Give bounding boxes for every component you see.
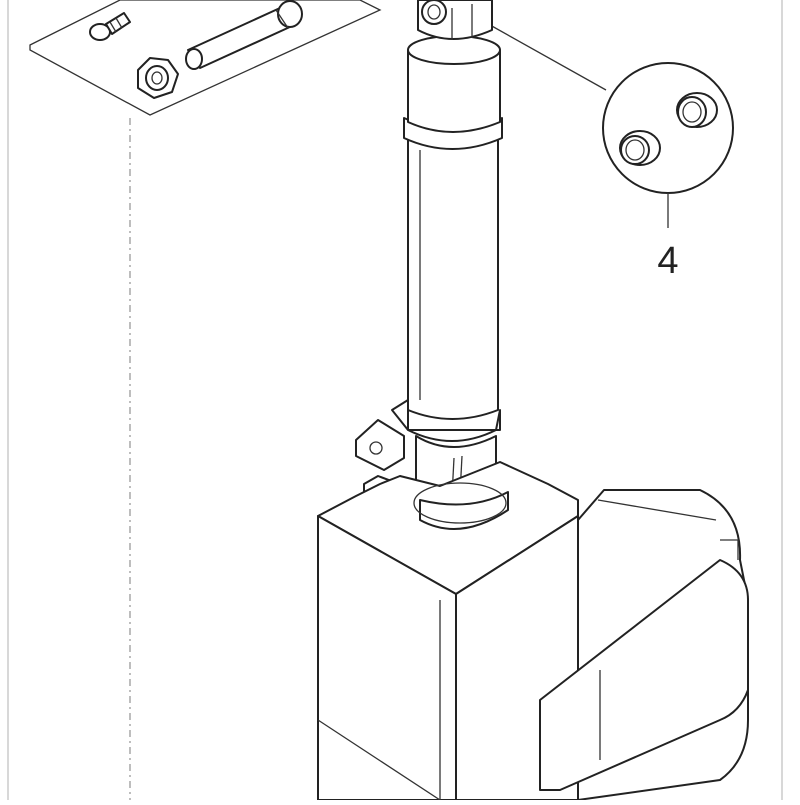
hardware-group-outline (29, 0, 382, 116)
screw (89, 12, 131, 41)
callout-label-4: 4 (657, 240, 679, 282)
leader-to-detail (489, 24, 607, 91)
hardware-group (29, 0, 382, 116)
bushing-ring-right (676, 92, 718, 128)
outer-tube (407, 134, 499, 420)
nut (137, 57, 179, 99)
detail-circle (602, 62, 734, 228)
gearbox-cover (539, 489, 749, 801)
pin (185, 0, 303, 70)
bushing-ring-left (619, 130, 661, 166)
actuator (317, 0, 749, 801)
clevis-eye (417, 0, 493, 40)
